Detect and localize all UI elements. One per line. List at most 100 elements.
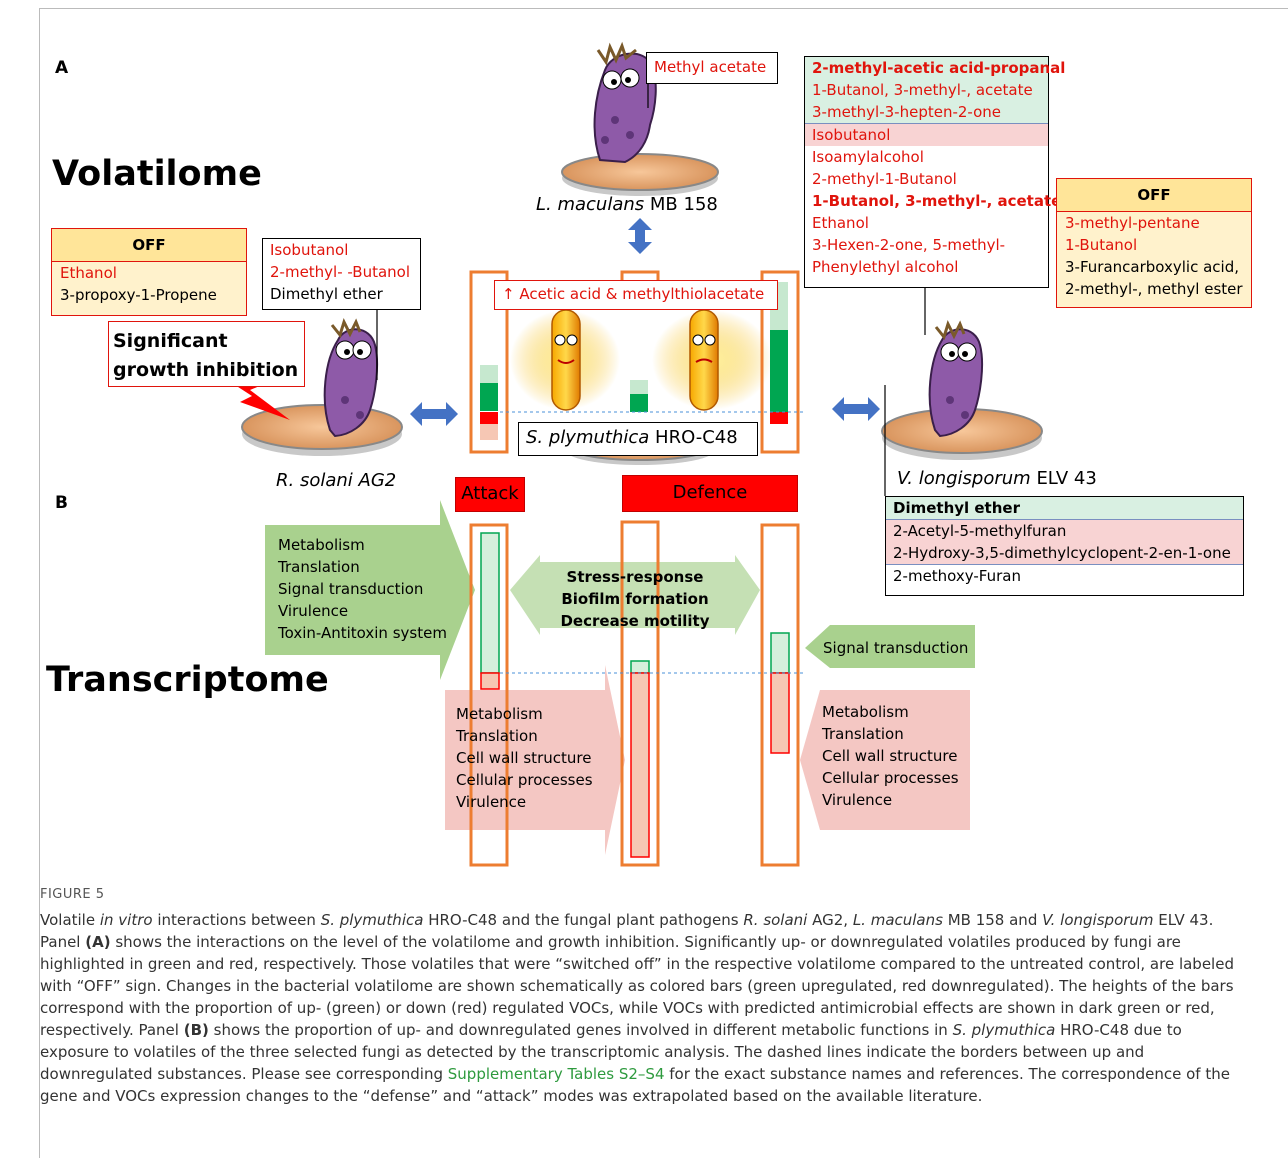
green-arrow-right	[805, 625, 975, 668]
voc-line: 1-Butanol, 3-methyl-, acetate	[812, 192, 1062, 210]
left-green-arrow-text: Metabolism Translation Signal transducti…	[278, 534, 447, 644]
green-arrow-left	[265, 500, 475, 680]
voc-line: 3-Hexen-2-one, 5-methyl-	[812, 236, 1006, 254]
caption-segment: Volatile	[40, 911, 100, 929]
voc-line: Dimethyl ether	[886, 497, 1243, 520]
l-maculans-voc-box: Methyl acetate	[646, 52, 778, 84]
function-line: Decrease motility	[560, 612, 710, 630]
figure-top-rule	[39, 8, 1288, 9]
voc-line: 1-Butanol, 3-methyl-, acetate	[805, 79, 1048, 101]
function-line: Translation	[822, 725, 904, 743]
transcriptome-title: Transcriptome	[46, 660, 329, 700]
caption-segment: in vitro	[99, 911, 153, 929]
caption-segment: HRO-C48 due to exposure to volatiles of …	[40, 1021, 1182, 1083]
right-pink-arrow-text: Metabolism Translation Cell wall structu…	[822, 701, 959, 811]
v-longisporum-voc-box: 2-methyl-acetic acid-propanal 1-Butanol,…	[804, 56, 1065, 288]
double-arrow-left-icon	[410, 402, 458, 426]
caption-segment: interactions between	[152, 911, 321, 929]
function-line: Virulence	[456, 793, 527, 811]
function-line: Metabolism	[456, 705, 543, 723]
transcriptome-bar-middle	[620, 520, 660, 867]
function-line: Translation	[278, 558, 360, 576]
caption-segment: (A)	[85, 933, 111, 951]
transcriptome-bar-attack	[469, 523, 509, 867]
attack-mode-label: Attack	[455, 477, 525, 512]
voc-line: 3-methyl-3-hepten-2-one	[805, 101, 1048, 124]
figure-caption: FIGURE 5 Volatile in vitro interactions …	[40, 884, 1255, 1107]
function-line: Cell wall structure	[456, 749, 592, 767]
species-name: S. plymuthica	[526, 427, 650, 448]
function-line: Virulence	[278, 602, 349, 620]
voc-line: Ethanol	[812, 214, 869, 232]
double-arrow-top-icon	[628, 218, 652, 254]
strain-name: MB 158	[649, 194, 718, 215]
voc-line: 2-methyl-1-Butanol	[812, 170, 957, 188]
voc-line: Phenylethyl alcohol	[812, 258, 959, 276]
off-line: 1-Butanol	[1065, 236, 1138, 254]
panel-label-a: A	[55, 58, 69, 78]
r-solani-off-box: OFF Ethanol 3-propoxy-1-Propene	[51, 228, 247, 316]
figure-label: FIGURE 5	[40, 887, 105, 902]
caption-segment: shows the proportion of up- and downregu…	[208, 1021, 953, 1039]
transcriptome-bar-defence	[760, 523, 800, 867]
voc-line: Dimethyl ether	[270, 285, 383, 303]
voc-line: 2-methyl- -Butanol	[270, 263, 411, 281]
voc-line: Isoamylalcohol	[812, 148, 924, 166]
caption-segment: (B)	[183, 1021, 209, 1039]
caption-text: Volatile in vitro interactions between S…	[40, 909, 1255, 1107]
figure-left-rule	[39, 8, 40, 1158]
supplementary-tables-link[interactable]: Supplementary Tables S2–S4	[447, 1065, 665, 1083]
pink-arrow-right	[800, 690, 970, 830]
function-line: Virulence	[822, 791, 893, 809]
function-line: Stress-response	[566, 568, 704, 586]
growth-inhibition-box: Significant growth inhibition	[108, 321, 305, 387]
diagram-graphics	[215, 41, 1043, 867]
caption-segment: S. plymuthica	[952, 1021, 1056, 1039]
strain-name: HRO-C48	[655, 427, 738, 448]
species-name: V. longisporum	[897, 468, 1031, 489]
volatilome-title: Volatilome	[52, 154, 262, 194]
caption-segment: AG2,	[807, 911, 853, 929]
caption-segment: HRO-C48 and the fungal plant pathogens	[423, 911, 744, 929]
off-line: 3-Furancarboxylic acid,	[1065, 258, 1239, 276]
off-line: 3-methyl-pentane	[1065, 214, 1200, 232]
strain-name: ELV 43	[1036, 468, 1097, 489]
voc-line: Isobutanol	[805, 124, 1048, 146]
volatilome-bar-attack	[469, 270, 509, 454]
function-line: Biofilm formation	[561, 590, 709, 608]
bacterium-label-box: S. plymuthica HRO-C48	[518, 422, 758, 456]
species-name: L. maculans	[536, 194, 645, 215]
off-line: 2-methyl-, methyl ester	[1065, 280, 1243, 298]
double-arrow-right-icon	[832, 397, 880, 421]
function-line: Cellular processes	[456, 771, 593, 789]
green-arrow-center	[510, 555, 760, 635]
voc-line: 2-Hydroxy-3,5-dimethylcyclopent-2-en-1-o…	[886, 542, 1243, 565]
caption-segment: ELV 43. Panel	[40, 911, 1214, 951]
petri-dish-r-solani	[241, 404, 403, 456]
off-line: 3-propoxy-1-Propene	[60, 286, 217, 304]
caption-segment: R. solani	[743, 911, 808, 929]
function-line: Metabolism	[822, 703, 909, 721]
v-longisporum-off-box: OFF 3-methyl-pentane 1-Butanol 3-Furanca…	[1056, 178, 1252, 308]
fungus-v-longisporum-icon	[928, 319, 984, 438]
function-line: Signal transduction	[278, 580, 424, 598]
panel-label-b: B	[55, 493, 68, 513]
caption-segment: for the exact substance names and refere…	[40, 1065, 1230, 1105]
r-solani-label: R. solani AG2	[276, 470, 397, 491]
off-header: OFF	[1057, 179, 1251, 212]
l-maculans-label: L. maculans MB 158	[536, 194, 718, 215]
acid-note-text: ↑ Acetic acid & methylthiolacetate	[502, 285, 765, 303]
right-green-arrow-text: Signal transduction	[823, 637, 968, 659]
caption-segment: S. plymuthica	[320, 911, 424, 929]
caption-segment: MB 158 and	[942, 911, 1043, 929]
v-longisporum-bottom-box: Dimethyl ether 2-Acetyl-5-methylfuran 2-…	[885, 496, 1244, 596]
function-line: Signal transduction	[823, 639, 969, 657]
function-line: Toxin-Antitoxin system	[278, 624, 447, 642]
defence-mode-label: Defence	[622, 475, 798, 512]
pink-arrow-left	[445, 665, 625, 855]
voc-line: 2-methoxy-Furan	[893, 567, 1021, 585]
acetic-acid-note: ↑ Acetic acid & methylthiolacetate	[494, 280, 778, 310]
voc-line: Methyl acetate	[654, 58, 767, 76]
voc-line: 2-Acetyl-5-methylfuran	[886, 520, 1243, 542]
center-green-arrow-text: Stress-response Biofilm formation Decrea…	[540, 566, 730, 632]
